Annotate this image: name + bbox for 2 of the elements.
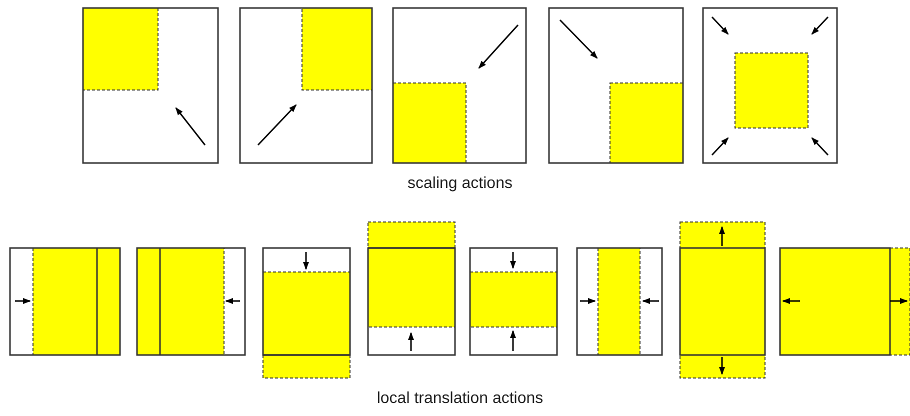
caption-text: local translation actions (376, 390, 544, 408)
caption-text: scaling actions (408, 175, 512, 193)
